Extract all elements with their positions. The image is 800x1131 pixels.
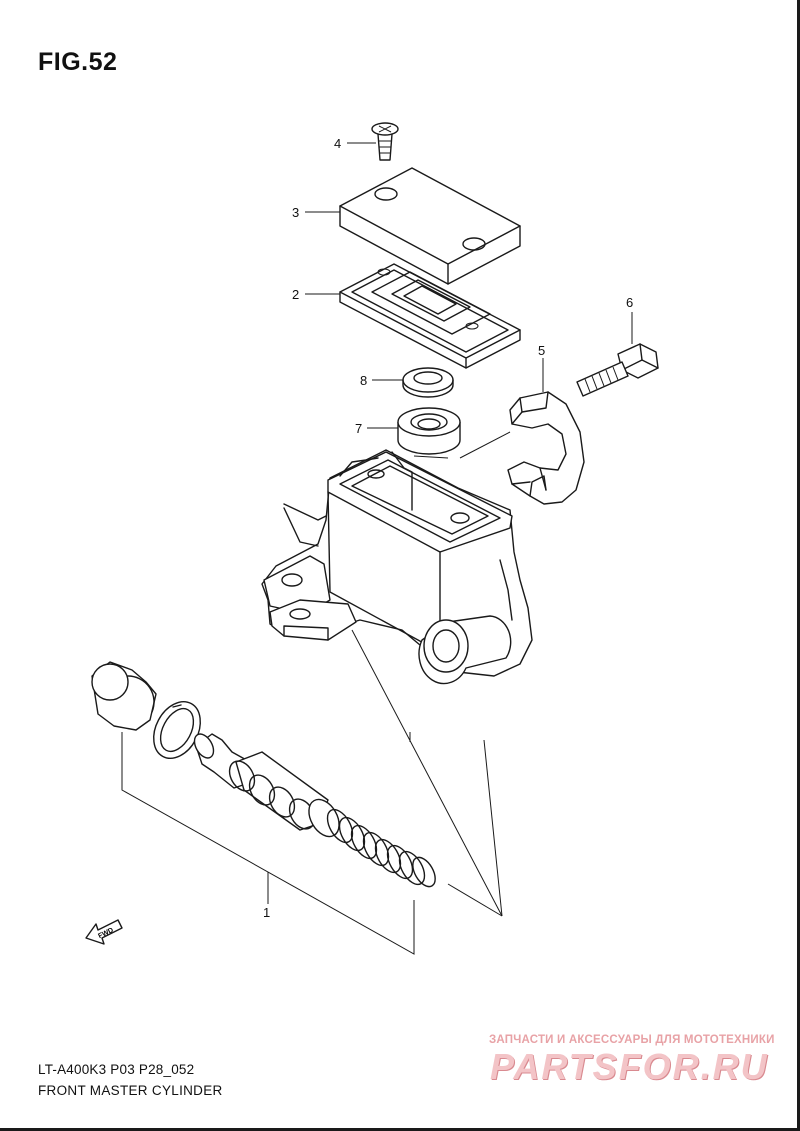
body-link-line bbox=[459, 431, 511, 459]
part-1-bracket-line bbox=[121, 732, 415, 955]
part-2-diaphragm[interactable] bbox=[339, 263, 521, 369]
part-3-cap[interactable] bbox=[339, 167, 521, 285]
callout-6[interactable]: 6 bbox=[626, 295, 633, 310]
part-6-bolt[interactable] bbox=[576, 343, 659, 397]
figure-title: FIG.52 bbox=[38, 48, 118, 76]
callout-2[interactable]: 2 bbox=[292, 287, 299, 302]
part-8-plate[interactable] bbox=[402, 367, 454, 398]
master-cylinder-body[interactable] bbox=[261, 449, 533, 685]
callout-5[interactable]: 5 bbox=[538, 343, 545, 358]
return-spring bbox=[326, 808, 436, 888]
part-4-screw[interactable] bbox=[371, 122, 399, 161]
assembly-guide-lines bbox=[351, 629, 503, 917]
callout-1[interactable]: 1 bbox=[263, 905, 270, 920]
model-code: LT-A400K3 P03 P28_052 bbox=[38, 1062, 195, 1077]
assembly-name: FRONT MASTER CYLINDER bbox=[38, 1083, 223, 1098]
fwd-arrow-icon: FWD bbox=[85, 919, 123, 945]
callout-3[interactable]: 3 bbox=[292, 205, 299, 220]
part-1-piston-set[interactable] bbox=[91, 661, 440, 890]
callout-7[interactable]: 7 bbox=[355, 421, 362, 436]
callout-4[interactable]: 4 bbox=[334, 136, 341, 151]
part-7-cup[interactable] bbox=[397, 407, 461, 455]
watermark-logo: PARTSFOR.RU bbox=[490, 1046, 769, 1087]
part-5-holder[interactable] bbox=[507, 391, 585, 505]
body-link-line-2 bbox=[413, 455, 449, 459]
watermark-tagline: ЗАПЧАСТИ И АКСЕССУАРЫ ДЛЯ МОТОТЕХНИКИ bbox=[489, 1034, 775, 1046]
callout-8[interactable]: 8 bbox=[360, 373, 367, 388]
